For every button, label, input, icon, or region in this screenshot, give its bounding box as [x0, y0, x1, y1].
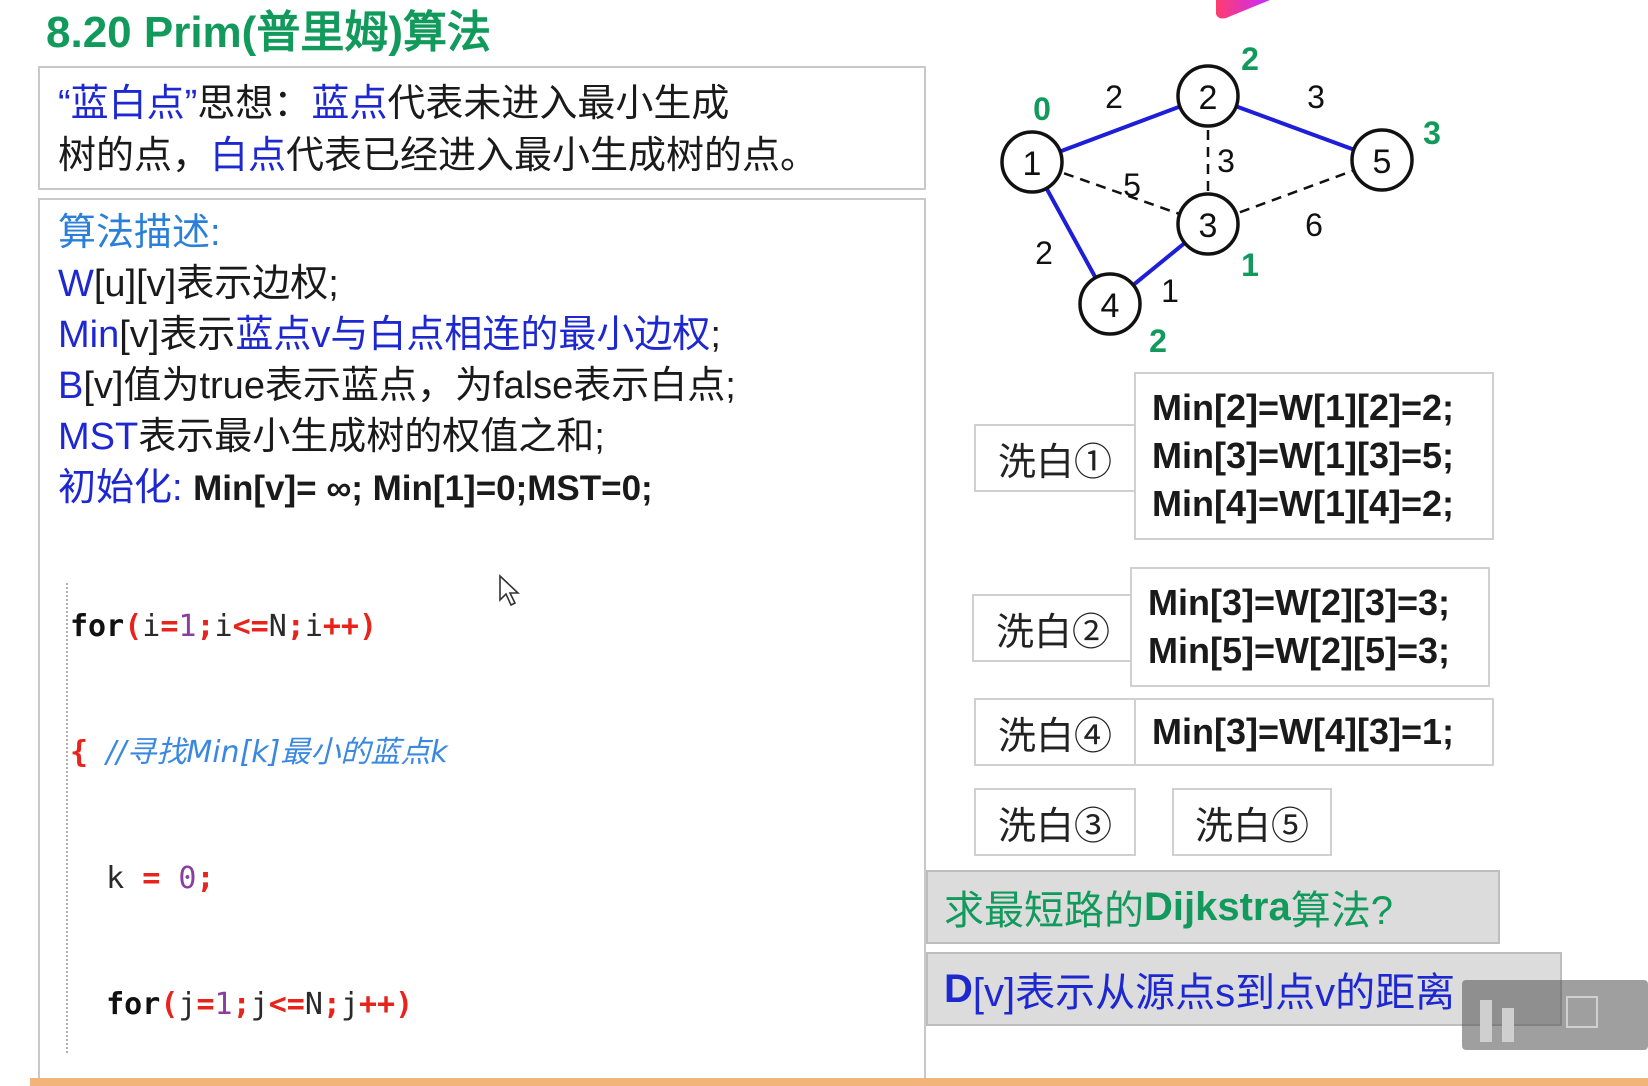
pause-icon[interactable] [1480, 1000, 1520, 1042]
min-values: 0 2 1 2 3 [1033, 41, 1441, 359]
dijkstra-name: Dijkstra [1144, 884, 1291, 929]
desc-text-mst: 表示最小生成树的权值之和; [138, 416, 605, 458]
slide-title: 8.20 Prim(普里姆)算法 [46, 0, 491, 57]
init-label: 初始化: [58, 467, 183, 509]
graph-nodes: 1 2 3 4 5 [1000, 64, 1414, 336]
algorithm-heading: 算法描述: [58, 212, 221, 254]
distance-definition-box: D[v]表示从源点s到点v的距离 [926, 952, 1562, 1026]
update-line: Min[5]=W[2][5]=3; [1148, 630, 1451, 671]
idea-quote-open: “ [58, 83, 71, 125]
svg-text:5: 5 [1373, 143, 1392, 181]
code-line-4: for(j=1;j<=N;j++) [106, 987, 414, 1022]
update-line: Min[3]=W[1][3]=5; [1152, 435, 1455, 476]
init-value: Min[v]= ∞; Min[1]=0;MST=0; [193, 469, 653, 508]
node-3: 3 [1176, 192, 1240, 256]
idea-line-1: “蓝白点”思想：蓝点代表未进入最小生成 [58, 78, 910, 130]
weight-4-3: 1 [1161, 273, 1179, 309]
weight-1-4: 2 [1035, 235, 1053, 271]
idea-quote-close: ” [184, 83, 198, 125]
desc-text-w: [u][v]表示边权; [93, 263, 339, 305]
step-whiten-4-updates: Min[3]=W[4][3]=1; [1134, 698, 1494, 766]
slide-title-text: 8.20 Prim(普里姆)算法 [46, 8, 491, 57]
update-line: Min[3]=W[2][3]=3; [1148, 582, 1451, 623]
step-whiten-4-label: 洗白④ [974, 698, 1136, 766]
step-whiten-2-updates: Min[3]=W[2][3]=3; Min[5]=W[2][5]=3; [1130, 567, 1490, 687]
idea-line2-start: 树的点， [58, 135, 211, 177]
idea-line-2: 树的点，白点代表已经进入最小生成树的点。 [58, 130, 910, 182]
weight-2-5: 3 [1307, 79, 1325, 115]
video-player-controls[interactable] [1462, 980, 1648, 1050]
bottom-orange-rule [30, 1078, 1648, 1086]
min-node-2: 2 [1241, 41, 1259, 77]
step-whiten-1-updates: Min[2]=W[1][2]=2; Min[3]=W[1][3]=5; Min[… [1134, 372, 1494, 540]
white-point-term: 白点 [210, 135, 287, 177]
update-line: Min[2]=W[1][2]=2; [1152, 387, 1455, 428]
dijkstra-suffix: 算法? [1290, 889, 1393, 933]
code-line-2: { //寻找Min[k]最小的蓝点k [70, 735, 448, 770]
algorithm-box: 算法描述: W[u][v]表示边权; Min[v]表示蓝点v与白点相连的最小边权… [38, 198, 926, 1080]
step-whiten-5-label: 洗白⑤ [1172, 788, 1332, 856]
desc-highlight-min: 蓝点v与白点相连的最小边权 [235, 314, 711, 356]
node-5: 5 [1350, 128, 1414, 192]
dijkstra-prefix: 求最短路的 [944, 889, 1144, 933]
desc-line-init: 初始化: Min[v]= ∞; Min[1]=0;MST=0; [58, 463, 736, 514]
node-2: 2 [1176, 64, 1240, 128]
svg-text:4: 4 [1101, 287, 1120, 325]
white-point-desc: 代表已经进入最小生成树的点。 [286, 135, 819, 177]
decorative-corner-shape [1216, 0, 1270, 19]
svg-text:2: 2 [1199, 79, 1218, 117]
desc-line-min: Min[v]表示蓝点v与白点相连的最小边权; [58, 310, 736, 361]
algorithm-description: 算法描述: W[u][v]表示边权; Min[v]表示蓝点v与白点相连的最小边权… [58, 208, 736, 514]
edge-weights: 2 3 3 5 6 2 1 [1035, 79, 1325, 309]
svg-text:3: 3 [1199, 207, 1218, 245]
min-node-1: 0 [1033, 91, 1051, 127]
step-whiten-3-label: 洗白③ [974, 788, 1136, 856]
min-node-4: 2 [1149, 323, 1167, 359]
min-node-3: 1 [1241, 247, 1259, 283]
prim-example-graph: 1 2 3 4 5 2 3 3 5 6 2 1 0 2 1 2 3 [1000, 41, 1441, 359]
weight-1-2: 2 [1105, 79, 1123, 115]
weight-2-3: 3 [1217, 143, 1235, 179]
node-4: 4 [1078, 272, 1142, 336]
weight-1-3: 5 [1123, 167, 1141, 203]
desc-key-b: B [58, 365, 84, 407]
prim-code-block: for(i=1;i<=N;i++) { //寻找Min[k]最小的蓝点k k =… [70, 522, 594, 1086]
node-1: 1 [1000, 130, 1064, 194]
mouse-cursor-icon [499, 574, 521, 607]
distance-text: [v]表示从源点s到点v的距离 [972, 971, 1456, 1015]
desc-tail-min: ; [710, 314, 721, 356]
desc-line-mst: MST表示最小生成树的权值之和; [58, 412, 736, 463]
blue-point-term: 蓝点 [311, 83, 388, 125]
presenter-avatar-icon[interactable] [1566, 996, 1598, 1028]
code-indent-guide [66, 583, 68, 1053]
update-line: Min[3]=W[4][3]=1; [1152, 711, 1455, 752]
desc-line-w: W[u][v]表示边权; [58, 259, 736, 310]
update-line: Min[4]=W[1][4]=2; [1152, 483, 1455, 524]
code-line-1: for(i=1;i<=N;i++) [70, 609, 378, 644]
min-node-5: 3 [1423, 115, 1441, 151]
idea-term: 蓝白点 [70, 83, 185, 125]
step-whiten-1-label: 洗白① [974, 424, 1136, 492]
weight-3-5: 6 [1305, 207, 1323, 243]
desc-text-b: [v]值为true表示蓝点，为false表示白点; [83, 365, 736, 407]
blue-point-desc: 代表未进入最小生成 [387, 83, 730, 125]
desc-key-w: W [58, 263, 94, 305]
desc-line-b: B[v]值为true表示蓝点，为false表示白点; [58, 361, 736, 412]
blue-white-idea-box: “蓝白点”思想：蓝点代表未进入最小生成 树的点，白点代表已经进入最小生成树的点。 [38, 66, 926, 190]
step-whiten-2-label: 洗白② [972, 594, 1134, 662]
desc-text-min: [v]表示 [119, 314, 236, 356]
desc-key-min: Min [58, 314, 120, 356]
code-line-3: k = 0; [70, 861, 215, 896]
svg-text:1: 1 [1023, 145, 1042, 183]
distance-key: D [944, 966, 973, 1011]
desc-key-mst: MST [58, 416, 139, 458]
idea-label: 思想： [197, 83, 312, 125]
